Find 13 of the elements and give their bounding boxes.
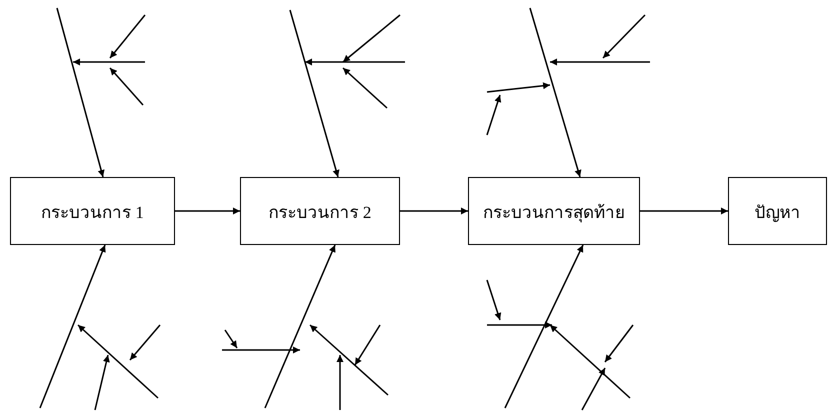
- arrow: [264, 244, 336, 408]
- arrow: [56, 8, 105, 178]
- process-box: กระบวนการ 1: [10, 177, 175, 245]
- arrow: [175, 208, 240, 214]
- arrow: [504, 244, 584, 408]
- arrow: [289, 10, 340, 178]
- process-box: กระบวนการสุดท้าย: [468, 177, 640, 245]
- process-box: ปัญหา: [728, 177, 827, 245]
- arrow: [640, 208, 728, 214]
- arrow: [400, 208, 468, 214]
- arrow: [39, 244, 106, 408]
- process-box: กระบวนการ 2: [240, 177, 400, 245]
- arrow: [529, 8, 582, 178]
